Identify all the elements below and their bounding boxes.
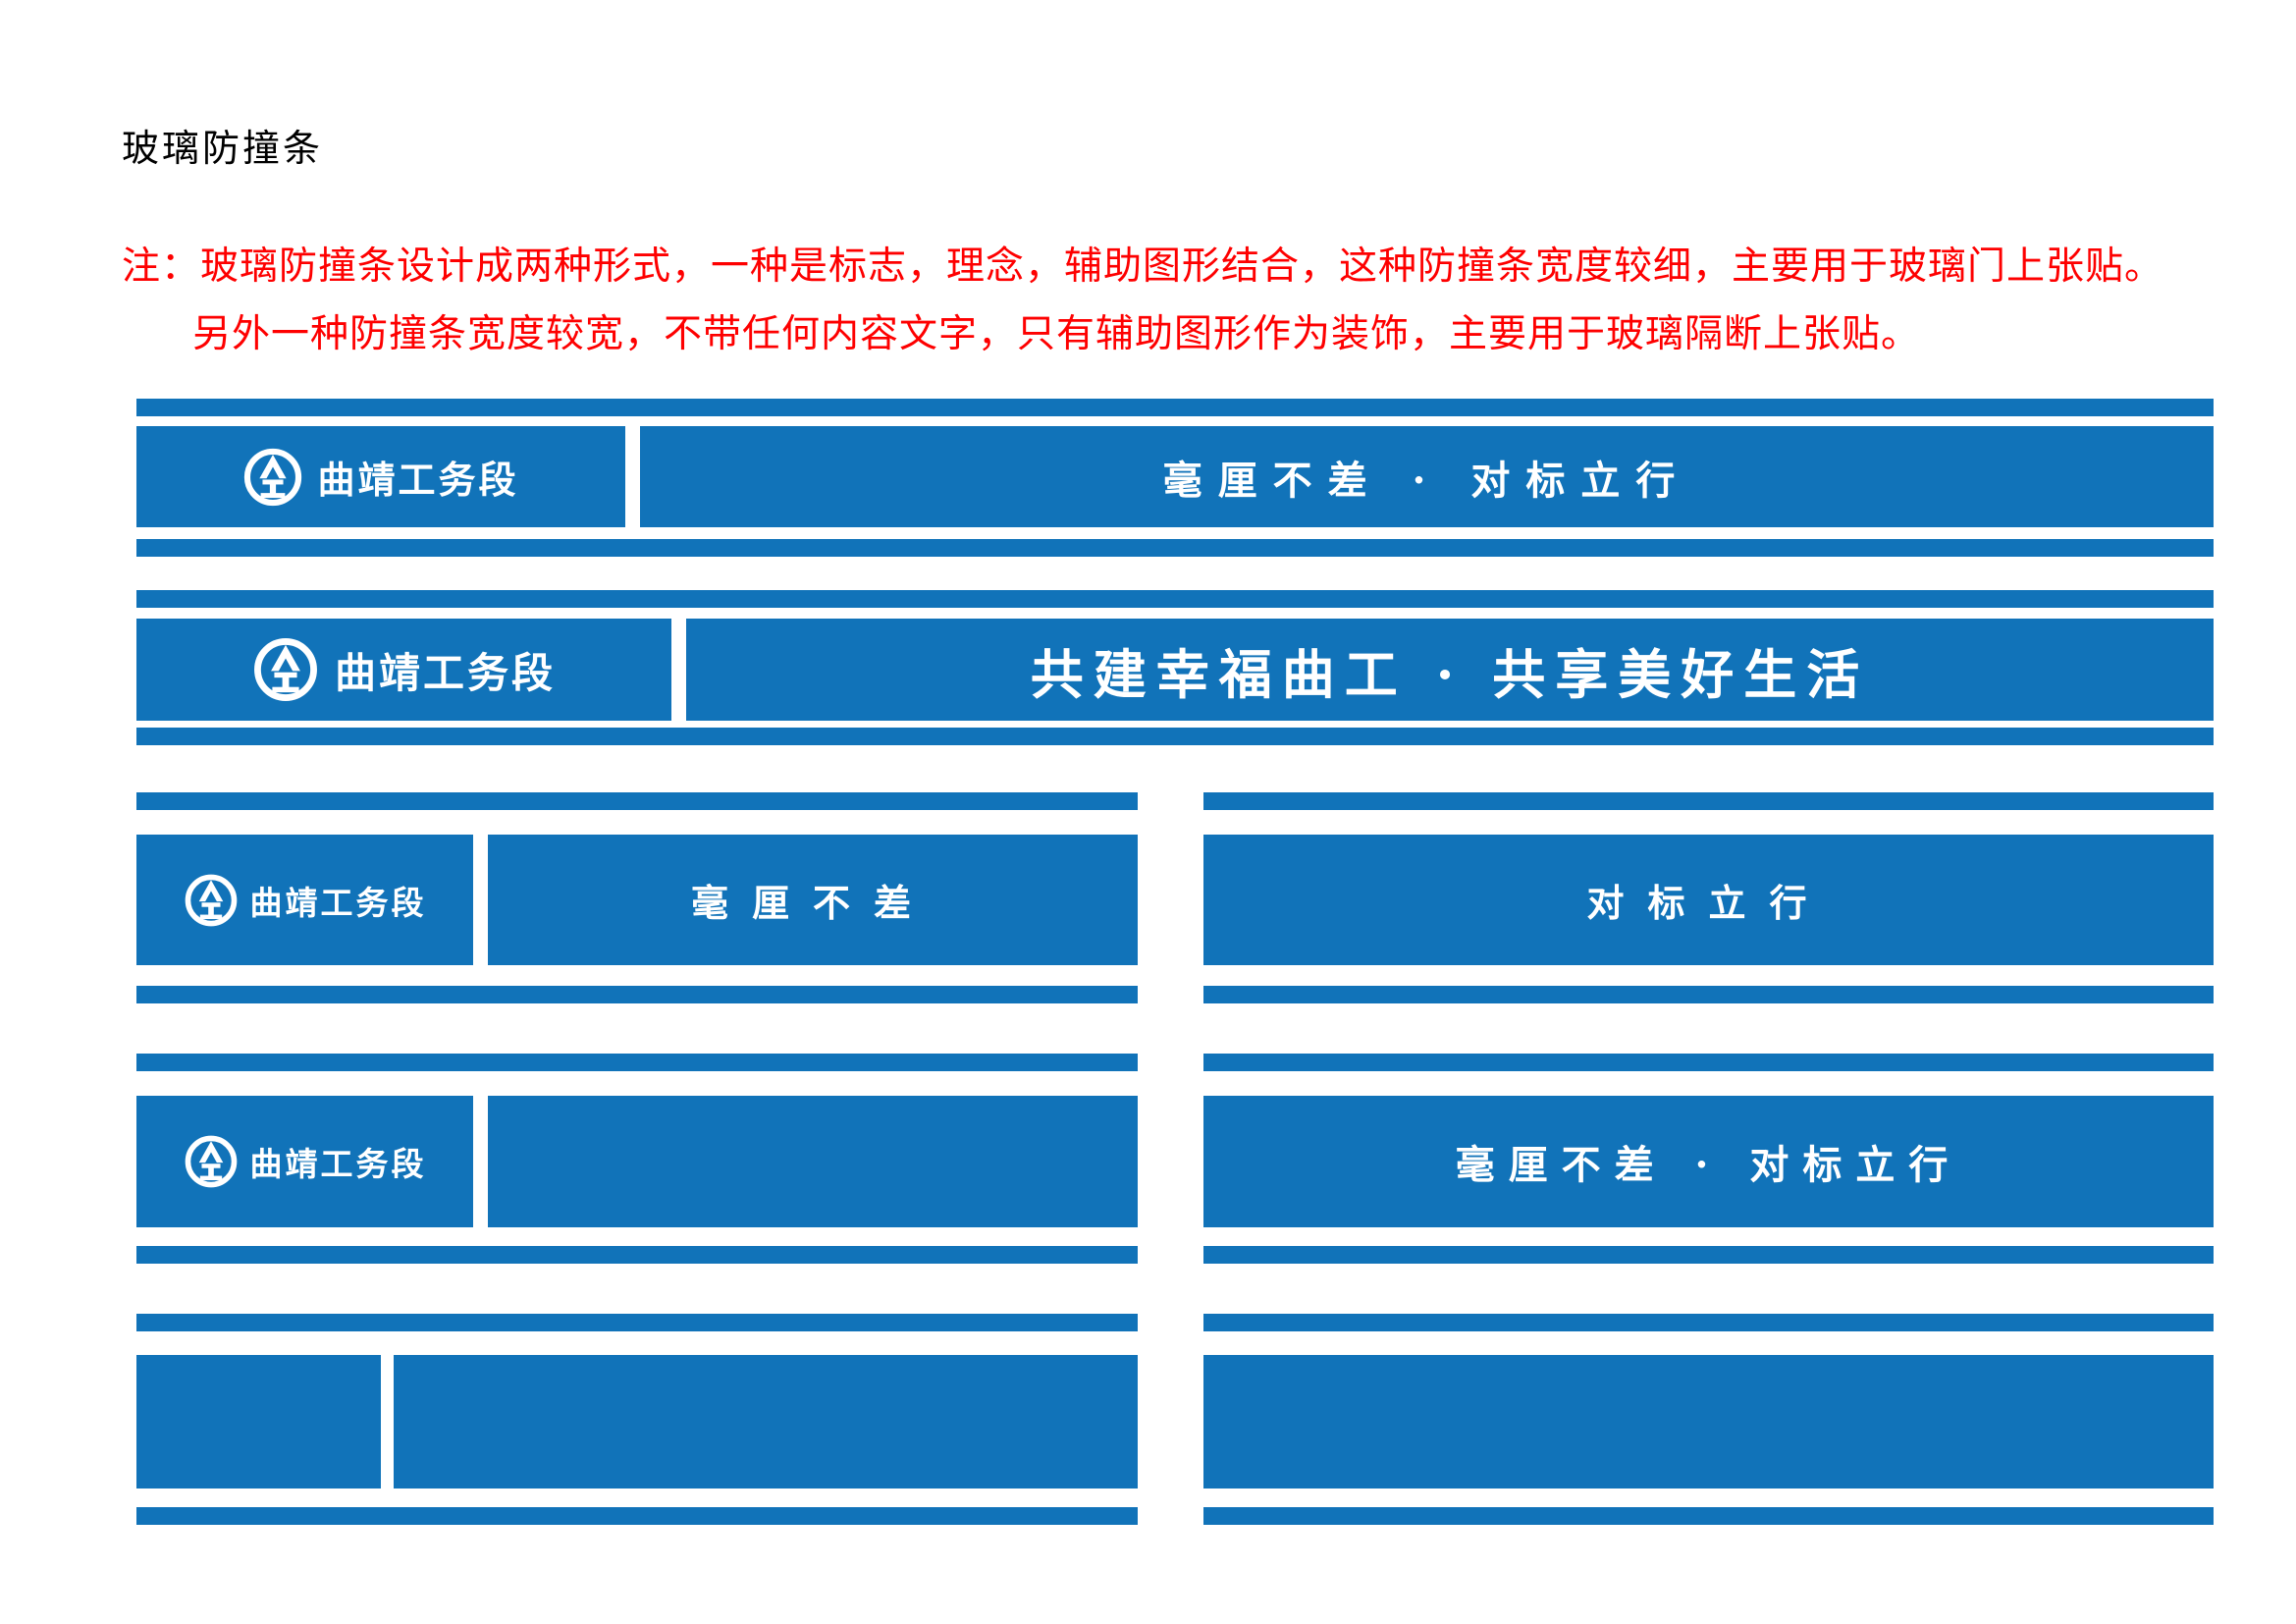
row1-right-top-line <box>1203 792 2214 810</box>
qujing-logo: 曲靖工务段 <box>252 636 556 703</box>
row1-left-divider <box>473 835 488 965</box>
strip1-slogan-segment: 毫厘不差 · 对标立行 <box>640 426 2214 527</box>
strip2-slogan: 共建幸福曲工 · 共享美好生活 <box>1030 642 1870 706</box>
strip1-slogan: 毫厘不差 · 对标立行 <box>1162 457 1691 504</box>
row1-left-top-line <box>136 792 1138 810</box>
row2-right-bar: 毫厘不差 · 对标立行 <box>1203 1096 2214 1227</box>
row1-left-bottom-line <box>136 986 1138 1003</box>
row2-right-slogan: 毫厘不差 · 对标立行 <box>1455 1142 1962 1188</box>
strip1-top-line <box>136 399 2214 416</box>
page-title: 玻璃防撞条 <box>122 129 324 170</box>
row1-right-slogan: 对标立行 <box>1586 881 1831 925</box>
note-line-2: 另外一种防撞条宽度较宽，不带任何内容文字，只有辅助图形作为装饰，主要用于玻璃隔断… <box>192 313 1921 355</box>
china-railway-icon <box>184 873 239 928</box>
china-railway-icon <box>242 447 303 508</box>
china-railway-icon <box>252 636 319 703</box>
china-railway-icon <box>184 1134 239 1189</box>
row2-right-slogan-segment: 毫厘不差 · 对标立行 <box>1203 1096 2214 1227</box>
row1-right-slogan-segment: 对标立行 <box>1203 835 2214 965</box>
row3-left-blank-segment-small <box>136 1355 381 1489</box>
row2-right-bottom-line <box>1203 1246 2214 1264</box>
row1-left-bar: 曲靖工务段 毫厘不差 <box>136 835 1138 965</box>
row3-right-bar <box>1203 1355 2214 1489</box>
row1-left-logo-segment: 曲靖工务段 <box>136 835 473 965</box>
row2-right-top-line <box>1203 1054 2214 1071</box>
row2-left-logo-segment: 曲靖工务段 <box>136 1096 473 1227</box>
strip1-bottom-line <box>136 539 2214 557</box>
row3-right-top-line <box>1203 1314 2214 1331</box>
org-name: 曲靖工务段 <box>249 884 427 921</box>
row1-right-bottom-line <box>1203 986 2214 1003</box>
row2-left-bar: 曲靖工务段 <box>136 1096 1138 1227</box>
qujing-logo: 曲靖工务段 <box>184 873 427 928</box>
row3-left-bottom-line <box>136 1507 1138 1525</box>
strip1-logo-segment: 曲靖工务段 <box>136 426 625 527</box>
row1-left-slogan: 毫厘不差 <box>690 881 934 925</box>
strip2-divider <box>671 619 686 721</box>
strip2-bottom-line <box>136 728 2214 745</box>
strip1-divider <box>625 426 640 527</box>
row3-right-bottom-line <box>1203 1507 2214 1525</box>
row3-left-blank-segment-large <box>394 1355 1138 1489</box>
org-name: 曲靖工务段 <box>334 649 556 696</box>
row2-left-bottom-line <box>136 1246 1138 1264</box>
strip2-top-line <box>136 590 2214 608</box>
row2-left-top-line <box>136 1054 1138 1071</box>
row2-left-divider <box>473 1096 488 1227</box>
row3-left-bar <box>136 1355 1138 1489</box>
note-line-1: 注：玻璃防撞条设计成两种形式，一种是标志，理念，辅助图形结合，这种防撞条宽度较细… <box>122 245 2164 288</box>
qujing-logo: 曲靖工务段 <box>242 447 518 508</box>
strip2-bar: 曲靖工务段 共建幸福曲工 · 共享美好生活 <box>136 619 2214 721</box>
org-name: 曲靖工务段 <box>317 460 519 502</box>
row3-left-divider <box>381 1355 394 1489</box>
strip2-logo-segment: 曲靖工务段 <box>136 619 671 721</box>
strip2-slogan-segment: 共建幸福曲工 · 共享美好生活 <box>686 619 2214 721</box>
row1-right-bar: 对标立行 <box>1203 835 2214 965</box>
qujing-logo: 曲靖工务段 <box>184 1134 427 1189</box>
row1-left-slogan-segment: 毫厘不差 <box>488 835 1138 965</box>
row3-left-top-line <box>136 1314 1138 1331</box>
strip1-bar: 曲靖工务段 毫厘不差 · 对标立行 <box>136 426 2214 527</box>
row2-left-blank-segment <box>488 1096 1138 1227</box>
row3-right-blank-segment <box>1203 1355 2214 1489</box>
org-name: 曲靖工务段 <box>249 1146 427 1182</box>
